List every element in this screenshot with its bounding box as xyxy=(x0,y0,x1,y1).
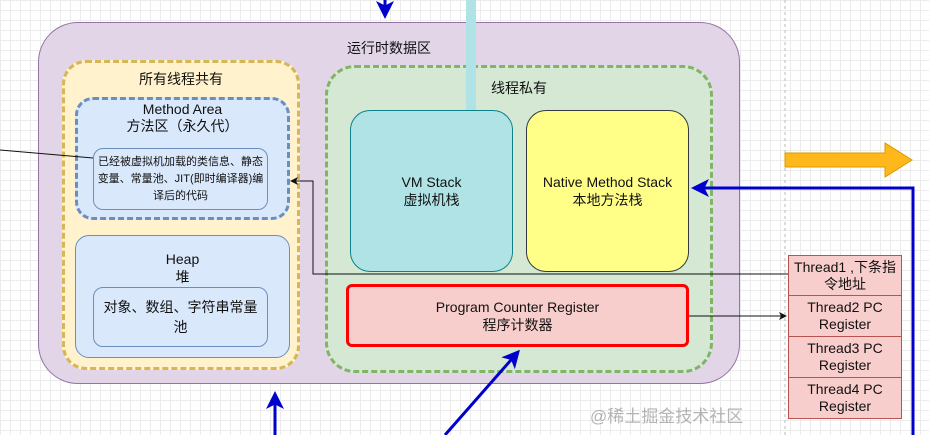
arrow-pc-blue xyxy=(443,349,520,435)
connector-bar xyxy=(466,0,476,110)
heap-subtitle: 堆 xyxy=(175,269,190,285)
runtime-title: 运行时数据区 xyxy=(347,40,431,56)
orange-arrow-icon xyxy=(784,142,913,178)
thread-table: Thread1 ,下条指令地址 Thread2 PC Register Thre… xyxy=(788,255,902,419)
thread-row: Thread2 PC Register xyxy=(788,296,902,337)
heap-content: 对象、数组、字符串常量池 xyxy=(93,287,268,347)
method-area-content: 已经被虚拟机加载的类信息、静态变量、常量池、JIT(即时编译器)编译后的代码 xyxy=(93,148,268,210)
method-area-title: Method Area xyxy=(142,101,223,117)
private-title: 线程私有 xyxy=(491,80,547,96)
arrow-thread1-to-method xyxy=(290,177,788,275)
arrow-right-blue xyxy=(691,179,915,435)
vm-stack: VM Stack 虚拟机栈 xyxy=(350,110,513,272)
native-method-stack: Native Method Stack 本地方法栈 xyxy=(526,110,689,272)
program-counter-register: Program Counter Register 程序计数器 xyxy=(346,284,689,347)
thread-row: Thread1 ,下条指令地址 xyxy=(788,255,902,296)
thread-row: Thread3 PC Register xyxy=(788,337,902,378)
arrow-left-in xyxy=(0,149,94,159)
method-area-subtitle: 方法区（永久代） xyxy=(126,118,239,134)
shared-title: 所有线程共有 xyxy=(139,71,223,87)
thread-row: Thread4 PC Register xyxy=(788,378,902,419)
heap-title: Heap xyxy=(165,251,200,267)
watermark: @稀土掘金技术社区 xyxy=(590,407,744,426)
